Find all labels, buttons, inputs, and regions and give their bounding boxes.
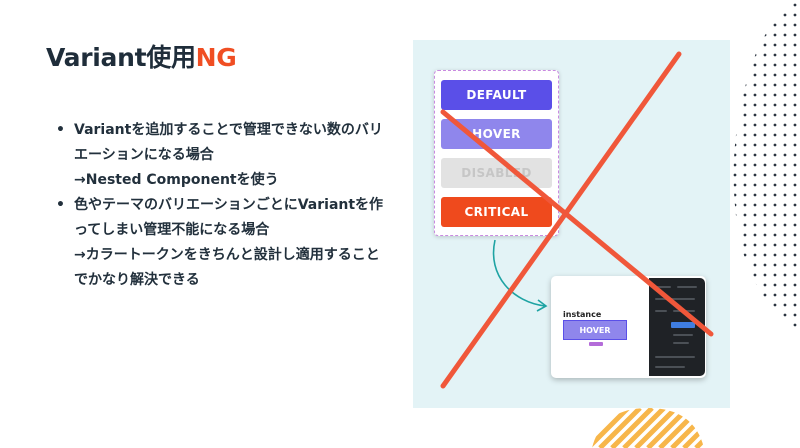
- properties-panel: [649, 278, 705, 376]
- panel-selected-option: [671, 322, 695, 328]
- panel-line: [655, 298, 695, 300]
- bullet-list: Variantを追加することで管理できない数のバリエーションになる場合 →Nes…: [56, 118, 386, 293]
- bullet-subtext: →カラートークンをきちんと設計し適用することでかなり解決できる: [74, 247, 380, 288]
- variant-default-button: DEFAULT: [441, 80, 552, 110]
- title-ng: NG: [195, 43, 237, 72]
- bullet-item: 色やテーマのバリエーションごとにVariantを作ってしまい管理不能になる場合 …: [56, 193, 386, 293]
- title-prefix: Variant使用: [46, 43, 196, 72]
- variant-hover-button: HOVER: [441, 119, 552, 149]
- variant-disabled-button: DISABLED: [441, 158, 552, 188]
- panel-line: [673, 342, 689, 344]
- bullet-text: 色やテーマのバリエーションごとにVariantを作ってしまい管理不能になる場合: [74, 197, 384, 238]
- panel-line: [655, 310, 667, 312]
- instance-hover-button: HOVER: [563, 320, 627, 340]
- bullet-subtext: →Nested Componentを使う: [74, 172, 279, 188]
- dot-pattern-decoration: [733, 0, 800, 330]
- stripe-pattern-decoration: [592, 408, 704, 448]
- panel-line: [677, 286, 697, 288]
- panel-line: [655, 356, 695, 358]
- variant-set-frame: DEFAULT HOVER DISABLED CRITICAL: [434, 70, 559, 236]
- variant-critical-button: CRITICAL: [441, 197, 552, 227]
- bullet-text: Variantを追加することで管理できない数のバリエーションになる場合: [74, 122, 383, 163]
- panel-line: [673, 334, 693, 336]
- instance-chip: [589, 342, 603, 346]
- instance-label: instance: [563, 310, 602, 319]
- panel-line: [655, 366, 685, 368]
- illustration-panel: DEFAULT HOVER DISABLED CRITICAL instance…: [413, 40, 730, 408]
- panel-line: [655, 286, 671, 288]
- bullet-item: Variantを追加することで管理できない数のバリエーションになる場合 →Nes…: [56, 118, 386, 193]
- curved-arrow-icon: [492, 239, 548, 312]
- slide-title: Variant使用NG: [46, 38, 237, 74]
- panel-line: [673, 310, 695, 312]
